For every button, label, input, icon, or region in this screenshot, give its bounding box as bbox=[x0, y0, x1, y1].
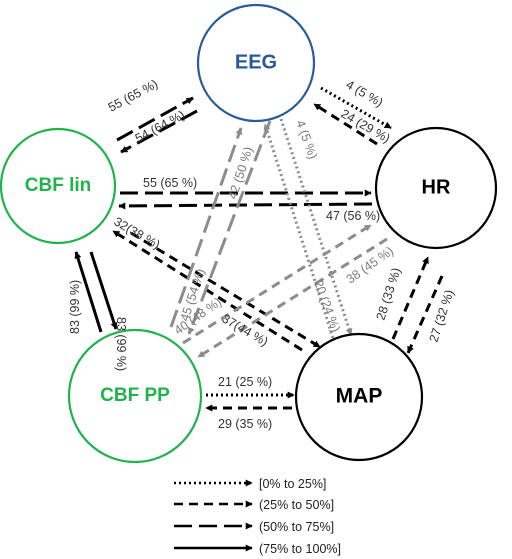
label-cbfpp-to-cbflin: 83 (99 %) bbox=[114, 317, 128, 371]
node-cbf-pp-label: CBF PP bbox=[100, 385, 170, 406]
legend: [0% to 25%] (25% to 50%] (50% to 75%] (7… bbox=[174, 477, 341, 556]
edge-hr-to-cbflin bbox=[118, 202, 373, 210]
node-cbf-lin: CBF lin bbox=[0, 127, 117, 245]
edge-eeg-to-cbflin bbox=[120, 109, 198, 154]
legend-label-short-dash: (25% to 50%] bbox=[259, 498, 334, 512]
edge-hr-to-eeg bbox=[313, 102, 378, 146]
edge-cbfpp-to-hr bbox=[182, 223, 372, 345]
label-eeg-to-map: 4 (5 %) bbox=[293, 118, 320, 161]
node-eeg-label: EEG bbox=[235, 51, 277, 73]
label-hr-to-map: 27 (32 %) bbox=[427, 288, 457, 344]
node-eeg: EEG bbox=[196, 3, 316, 123]
node-map-label: MAP bbox=[336, 385, 383, 408]
edge-cbfpp-to-cbflin bbox=[74, 251, 103, 333]
edge-hr-to-cbfpp bbox=[197, 237, 388, 359]
edge-cbflin-to-eeg bbox=[116, 96, 194, 142]
legend-label-dotted: [0% to 25%] bbox=[259, 477, 326, 491]
node-hr: HR bbox=[374, 126, 498, 250]
node-cbf-pp: CBF PP bbox=[67, 328, 203, 464]
node-cbf-lin-label: CBF lin bbox=[25, 175, 92, 196]
legend-label-solid: (75% to 100%] bbox=[259, 542, 341, 556]
label-map-to-hr: 28 (33 %) bbox=[374, 266, 404, 322]
label-hr-to-cbflin: 47 (56 %) bbox=[326, 209, 380, 223]
label-cbflin-to-cbfpp: 83 (99 %) bbox=[68, 280, 82, 334]
label-map-to-eeg: 20 (24 %) bbox=[311, 278, 343, 334]
label-map-to-cbflin: 37(44 %) bbox=[220, 311, 271, 348]
label-cbflin-to-hr: 55 (65 %) bbox=[143, 176, 197, 190]
label-map-to-cbfpp: 29 (35 %) bbox=[218, 417, 272, 431]
node-map: MAP bbox=[294, 332, 424, 462]
label-cbfpp-to-map: 21 (25 %) bbox=[218, 375, 272, 389]
legend-label-long-dash: (50% to 75%] bbox=[259, 520, 334, 534]
edge-cbfpp-to-eeg bbox=[169, 127, 243, 328]
edge-map-to-cbflin bbox=[112, 229, 303, 352]
edge-eeg-to-cbfpp bbox=[187, 120, 272, 335]
label-eeg-to-hr: 4 (5 %) bbox=[344, 77, 386, 109]
node-hr-label: HR bbox=[422, 176, 451, 198]
edges-layer bbox=[74, 86, 444, 412]
edge-eeg-to-hr bbox=[320, 86, 392, 130]
edge-cbflin-to-map bbox=[130, 231, 321, 349]
label-cbflin-to-eeg: 55 (65 %) bbox=[106, 77, 160, 115]
edge-cbflin-to-cbfpp bbox=[89, 251, 118, 330]
